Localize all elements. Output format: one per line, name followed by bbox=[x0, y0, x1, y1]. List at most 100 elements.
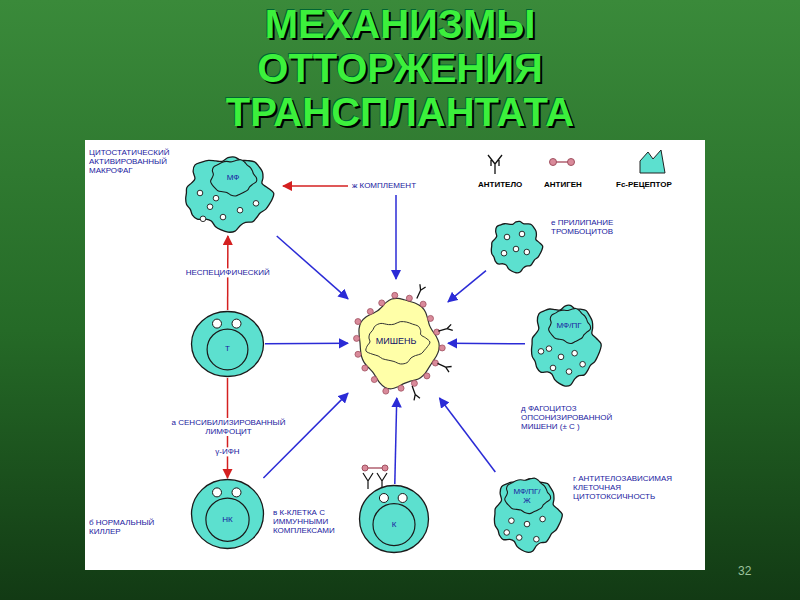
vacuole bbox=[524, 521, 530, 527]
target-cell: МИШЕНЬ bbox=[348, 288, 448, 398]
adcc-effector-cell: г АНТИТЕЛОЗАВИСИМАЯ КЛЕТОЧНАЯ ЦИТОТОКСИЧ… bbox=[488, 472, 566, 556]
t-lymphocyte: а СЕНСИБИЛИЗИРОВАННЫЙ ЛИМФОЦИТТ bbox=[190, 310, 265, 378]
antigen bbox=[439, 345, 445, 351]
antigen-symbol bbox=[550, 159, 575, 166]
antibody bbox=[417, 284, 426, 298]
vacuole bbox=[213, 195, 219, 201]
vacuole bbox=[504, 234, 510, 240]
vacuole bbox=[501, 250, 507, 256]
cell-outline bbox=[190, 478, 265, 550]
legend-text: АНТИГЕН bbox=[544, 180, 582, 189]
vacuole bbox=[580, 361, 586, 367]
antigen bbox=[427, 315, 433, 321]
vacuole bbox=[519, 231, 525, 237]
k-cell: в К-КЛЕТКА С ИММУННЫМИ КОМПЛЕКСАМИК bbox=[358, 484, 430, 554]
antigen bbox=[355, 351, 361, 357]
cell-outline bbox=[525, 298, 605, 390]
legend-text: АНТИТЕЛО bbox=[478, 180, 522, 189]
legend-text: Fc-РЕЦЕПТОР bbox=[616, 180, 672, 189]
vacuole bbox=[534, 536, 540, 542]
connector-arrow bbox=[448, 271, 486, 302]
vacuole bbox=[237, 207, 243, 213]
antigen bbox=[354, 335, 360, 341]
platelet-cell: е ПРИЛИПАНИЕ ТРОМБОЦИТОВ bbox=[486, 216, 546, 276]
vacuole bbox=[197, 190, 203, 196]
antigen bbox=[371, 377, 377, 383]
antibody bbox=[438, 324, 452, 331]
vacuole bbox=[220, 214, 226, 220]
vacuole bbox=[509, 518, 515, 524]
antigen bbox=[432, 360, 438, 366]
cell-nucleus bbox=[211, 160, 257, 196]
diagram-panel bbox=[85, 140, 705, 570]
connector-arrow bbox=[265, 343, 348, 345]
cell-nucleus bbox=[549, 308, 591, 343]
antigen bbox=[383, 388, 389, 394]
complement-label: ж КОМПЛЕМЕНТ bbox=[352, 181, 416, 190]
cell-membrane bbox=[192, 480, 264, 549]
vacuole bbox=[558, 354, 564, 360]
cell-caption: г АНТИТЕЛОЗАВИСИМАЯ КЛЕТОЧНАЯ ЦИТОТОКСИЧ… bbox=[572, 474, 699, 502]
phagocyte-cell: д ФАГОЦИТОЗ ОПСОНИЗИРОВАННОЙ МИШЕНИ (± С… bbox=[525, 298, 605, 390]
slide-title: МЕХАНИЗМЫ ОТТОРЖЕНИЯ ТРАНСПЛАНТАТА bbox=[150, 2, 650, 134]
complement-arrow bbox=[395, 195, 397, 279]
cell-outline bbox=[486, 216, 546, 276]
vacuole bbox=[516, 535, 522, 541]
cell-caption: б НОРМАЛЬНЫЙ КИЛЛЕР bbox=[88, 518, 178, 536]
vacuole bbox=[538, 349, 544, 355]
cell-outline bbox=[358, 484, 430, 554]
antigen bbox=[411, 380, 417, 386]
cell-label: Т bbox=[225, 345, 230, 354]
granule bbox=[232, 319, 241, 328]
vacuole bbox=[540, 516, 546, 522]
cell-caption: а СЕНСИБИЛИЗИРОВАННЫЙ ЛИМФОЦИТ bbox=[165, 418, 292, 436]
connector-arrow bbox=[439, 398, 495, 472]
antibody-symbol bbox=[488, 155, 502, 174]
vacuole bbox=[566, 369, 572, 375]
edge-label: НЕСПЕЦИФИЧЕСКИЙ bbox=[184, 268, 272, 277]
antigen bbox=[398, 385, 404, 391]
vacuole bbox=[504, 530, 510, 536]
cell-caption: ЦИТОСТАТИЧЕСКИЙ АКТИВИРОВАННЫЙ МАКРОФАГ bbox=[88, 148, 176, 176]
antigen bbox=[424, 373, 430, 379]
granule bbox=[213, 319, 222, 328]
cell-membrane bbox=[532, 305, 602, 386]
cell-outline bbox=[488, 472, 566, 556]
granule bbox=[379, 494, 388, 503]
cell-outline bbox=[178, 150, 278, 236]
granule bbox=[398, 494, 407, 503]
cell-label: МФ/ПГ/ Ж bbox=[509, 486, 545, 504]
cell-label: МФ/ПГ bbox=[557, 321, 582, 330]
nk-cell: б НОРМАЛЬНЫЙ КИЛЛЕРНК bbox=[190, 478, 265, 550]
cell-membrane bbox=[360, 486, 429, 553]
granule bbox=[232, 488, 241, 497]
cell-nucleus bbox=[505, 478, 551, 514]
vacuole bbox=[513, 246, 519, 252]
vacuole bbox=[546, 346, 552, 352]
slide-number: 32 bbox=[738, 565, 751, 579]
cell-membrane bbox=[186, 157, 274, 232]
vacuole bbox=[572, 350, 578, 356]
fc-receptor-symbol bbox=[640, 150, 665, 173]
cell-label: МФ bbox=[227, 173, 240, 182]
target-nucleus bbox=[366, 322, 430, 364]
antigen bbox=[355, 319, 361, 325]
cell-membrane bbox=[494, 479, 562, 553]
antigen bbox=[367, 308, 373, 314]
cell-nucleus bbox=[207, 329, 248, 370]
immune-complex-antigen bbox=[362, 465, 388, 471]
vacuole bbox=[550, 365, 556, 371]
antigen bbox=[420, 301, 426, 307]
macrophage-cell: ЦИТОСТАТИЧЕСКИЙ АКТИВИРОВАННЫЙ МАКРОФАГМ… bbox=[178, 150, 278, 236]
antigen bbox=[379, 300, 385, 306]
connector-arrow bbox=[277, 236, 348, 299]
connector-arrow bbox=[395, 398, 397, 484]
vacuole bbox=[253, 201, 259, 207]
antigen bbox=[406, 295, 412, 301]
cell-label: НК bbox=[222, 515, 232, 524]
vacuole bbox=[524, 249, 530, 255]
cell-caption: е ПРИЛИПАНИЕ ТРОМБОЦИТОВ bbox=[550, 218, 644, 236]
antigen bbox=[362, 365, 368, 371]
